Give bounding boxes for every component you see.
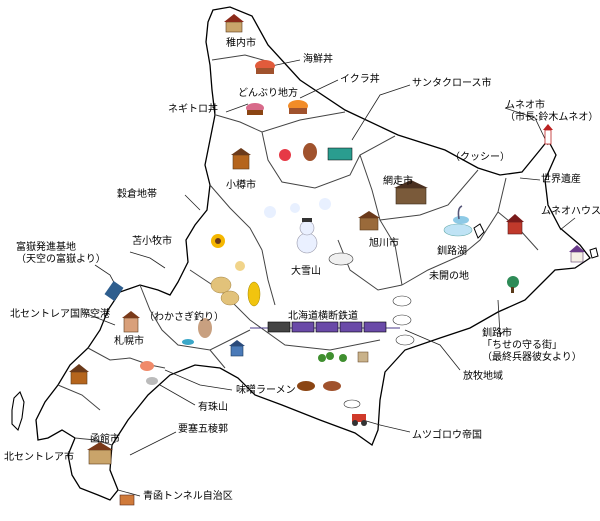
label-fugaku-base: 富嶽発進基地 （天空の富嶽より） — [16, 242, 106, 265]
label-world-heritage: 世界遺産 — [541, 174, 581, 185]
snowman-icon — [296, 218, 318, 254]
label-wakkanai: 稚内市 — [226, 38, 256, 49]
label-fortress-goryokaku: 要塞五稜郭 — [178, 424, 228, 435]
small-island-3 — [589, 247, 599, 259]
train-car-5 — [363, 321, 387, 333]
farm-trees-icon — [318, 351, 369, 363]
label-ikuradon: イクラ丼 — [340, 74, 380, 85]
ramen-bowl-icon — [140, 361, 154, 371]
sapporo-clocktower-icon — [122, 311, 140, 333]
label-kaisendon: 海鮮丼 — [303, 54, 333, 65]
horses-icon — [297, 381, 341, 391]
label-muneo-city: ムネオ市 （市長:鈴木ムネオ） — [505, 100, 599, 123]
kaisendon-bowl-icon — [255, 60, 275, 74]
tractor-icon — [352, 414, 367, 426]
train-car-2 — [291, 321, 315, 333]
train-car-4 — [339, 321, 363, 333]
label-mutsugoro-empire: ムツゴロウ帝国 — [412, 430, 482, 441]
goryokaku-icon — [87, 442, 113, 465]
mill-house-icon — [69, 364, 89, 385]
blue-house-icon — [229, 340, 245, 357]
island-outline — [35, 6, 591, 501]
muneo-lighthouse-icon — [543, 124, 553, 145]
base-icon — [104, 281, 124, 301]
asahikawa-building-icon — [358, 211, 380, 231]
daisetsu-snow-icon — [264, 198, 331, 218]
leader-lines — [81, 59, 576, 497]
cow-farm-icon — [343, 399, 361, 409]
muneo-house-icon — [569, 245, 585, 263]
onion-icon — [235, 261, 245, 271]
smelt-fishing-icon — [182, 318, 212, 345]
label-seikan-tunnel: 青函トンネル自治区 — [143, 491, 233, 502]
label-unexplored-land: 未開の地 — [429, 271, 469, 282]
label-sapporo: 札幌市 — [114, 336, 144, 347]
label-abashiri: 網走市 — [383, 176, 413, 187]
abashiri-prison-icon — [394, 180, 428, 205]
label-asahikawa: 旭川市 — [369, 238, 399, 249]
red-house-icon — [506, 214, 524, 235]
label-grazing-area: 放牧地域 — [463, 371, 503, 382]
label-daisetsu: 大雪山 — [291, 266, 321, 277]
potato-icon — [210, 276, 240, 306]
train-car-1 — [267, 321, 291, 333]
kushiro-lake-icon — [443, 223, 473, 237]
region-borders — [57, 54, 539, 446]
cows-icon — [392, 295, 415, 346]
nessie-icon — [453, 205, 469, 224]
railway — [250, 321, 400, 333]
label-negitorodon: ネギトロ丼 — [168, 104, 218, 115]
label-muneo-house: ムネオハウス — [541, 206, 600, 217]
label-usu-volcano: 有珠山 — [198, 402, 228, 413]
small-west-island — [11, 391, 25, 432]
negitorodon-bowl-icon — [246, 103, 264, 115]
label-miso-ramen: 味噌ラーメン — [236, 385, 296, 396]
label-otaru: 小樽市 — [226, 180, 256, 191]
label-north-centrair-airport: 北セントレア国際空港 — [10, 309, 110, 320]
usu-volcano-icon — [146, 377, 158, 385]
label-railway: 北海道横断鉄道 — [288, 311, 358, 322]
otaru-building-icon — [231, 148, 251, 170]
label-kushiro-city: 釧路市 「ちせの守る街」 （最終兵器彼女より） — [482, 328, 582, 363]
corn-icon — [247, 281, 261, 307]
ikuradon-bowl-icon — [288, 100, 308, 114]
label-smelt-fishing: （わかさぎ釣り） — [144, 312, 224, 323]
tunnel-icon — [119, 494, 135, 506]
label-donburi-region: どんぶり地方 — [238, 88, 298, 99]
label-tomakomai: 苫小牧市 — [132, 236, 172, 247]
sunflower-icon — [211, 234, 225, 248]
label-santa-city: サンタクロース市 — [412, 78, 492, 89]
wakkanai-house-icon — [224, 14, 244, 33]
small-island-2 — [473, 223, 485, 239]
hot-spring-bowl-icon — [328, 252, 354, 266]
label-kushiro-lake: 釧路湖 — [437, 246, 467, 257]
label-north-centrair-city: 北セントレア市 — [4, 452, 74, 463]
label-nessie: （クッシー） — [450, 152, 510, 163]
label-hakodate: 函館市 — [90, 434, 120, 445]
santa-sleigh-icon — [279, 143, 353, 161]
train-car-3 — [315, 321, 339, 333]
unexplored-tree-icon — [507, 276, 519, 293]
label-granary: 穀倉地帯 — [117, 189, 157, 200]
